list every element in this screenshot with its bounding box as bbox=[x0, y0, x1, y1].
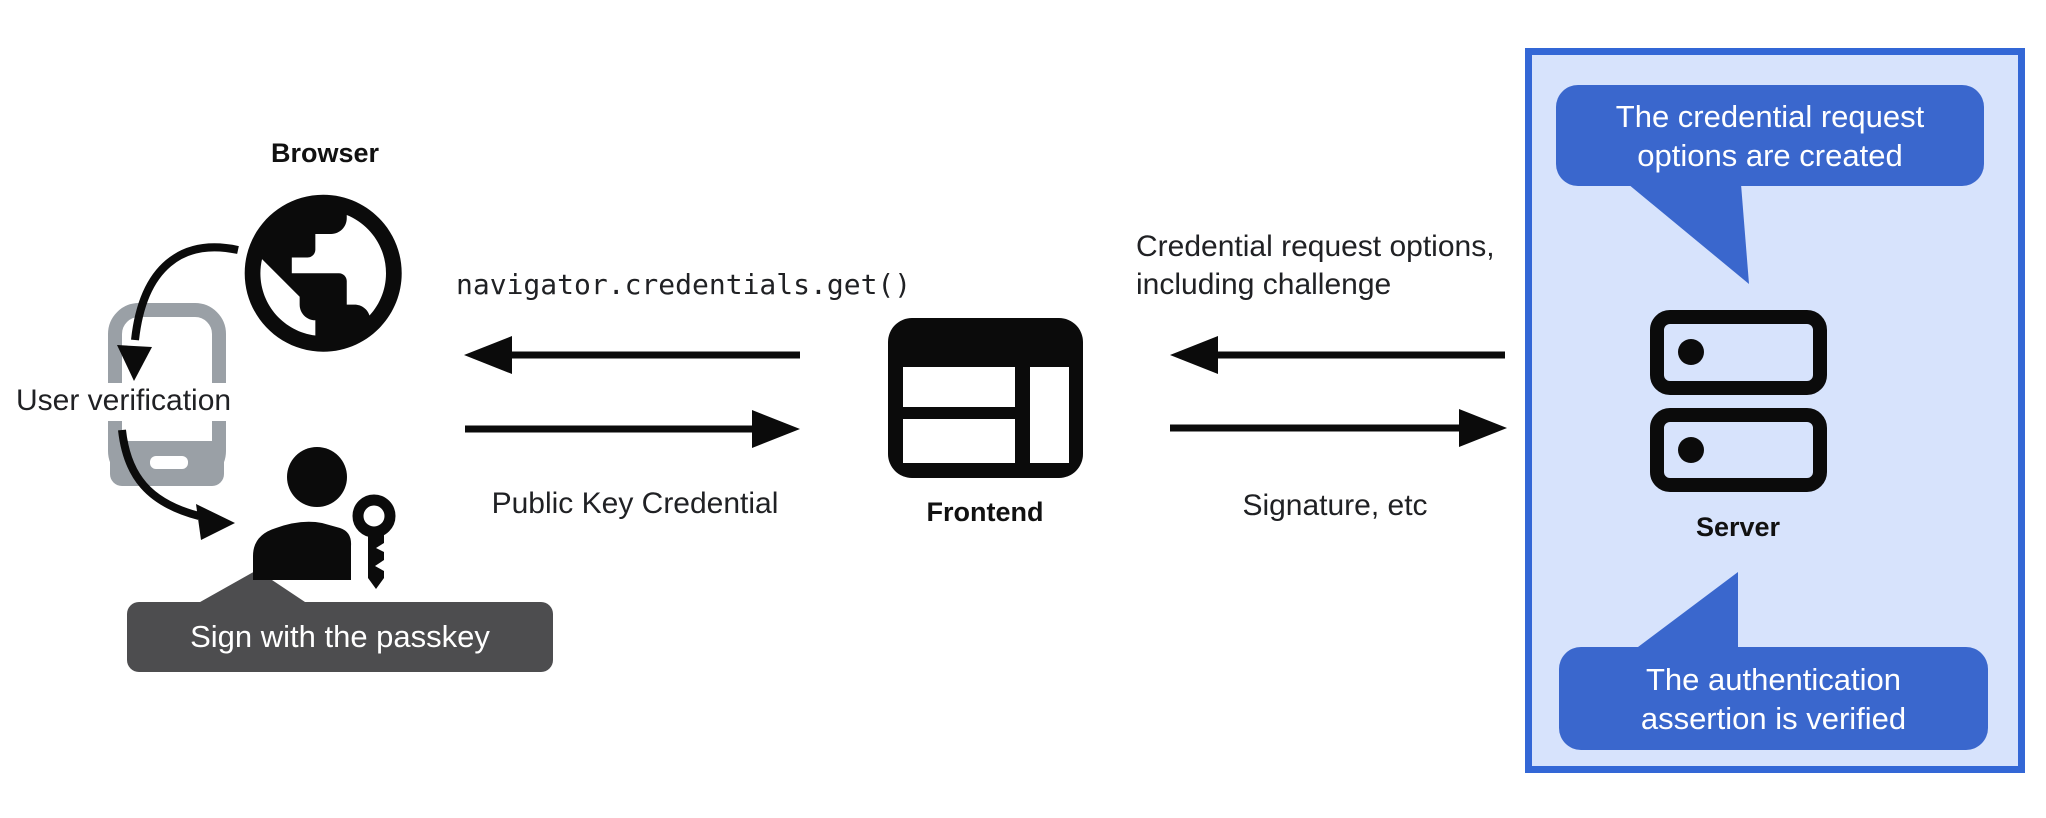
browser-window-icon bbox=[888, 318, 1083, 478]
server-label: Server bbox=[1695, 512, 1781, 542]
passkey-callout-tail bbox=[193, 570, 311, 606]
arrow-authenticator-to-user-icon bbox=[118, 429, 235, 540]
assertion-verified-bubble: The authentication assertion is verified bbox=[1559, 647, 1988, 750]
arrow-frontend-to-server-icon bbox=[1170, 409, 1507, 447]
user-verification-label: User verification bbox=[10, 383, 238, 421]
browser-label: Browser bbox=[270, 138, 380, 168]
signature-label: Signature, etc bbox=[1242, 489, 1428, 522]
passkey-callout-label: Sign with the passkey bbox=[190, 619, 490, 654]
arrow-frontend-to-browser-icon bbox=[464, 336, 800, 374]
arrow-server-to-frontend-icon bbox=[1170, 336, 1505, 374]
arrow-browser-to-frontend-icon bbox=[465, 410, 800, 448]
arrow-browser-to-authenticator-icon bbox=[117, 243, 239, 381]
bubble-bottom-line2: assertion is verified bbox=[1640, 700, 1907, 736]
person-icon bbox=[253, 447, 352, 580]
public-key-credential-label: Public Key Credential bbox=[491, 487, 779, 520]
credential-request-options-line1: Credential request options, bbox=[1136, 230, 1495, 263]
frontend-label: Frontend bbox=[926, 497, 1044, 527]
bubble-top-line2: options are created bbox=[1637, 137, 1903, 173]
credential-request-options-label: Credential request options, including ch… bbox=[1136, 228, 1495, 304]
credential-options-created-bubble: The credential request options are creat… bbox=[1556, 85, 1984, 186]
key-icon bbox=[352, 494, 396, 589]
passkey-callout: Sign with the passkey bbox=[127, 602, 553, 672]
bubble-top-line1: The credential request bbox=[1615, 98, 1925, 134]
credentials-get-code-label: navigator.credentials.get() bbox=[456, 268, 912, 301]
bubble-bottom-line1: The authentication bbox=[1645, 661, 1902, 697]
credential-request-options-line2: including challenge bbox=[1136, 268, 1392, 301]
globe-icon bbox=[244, 194, 402, 352]
